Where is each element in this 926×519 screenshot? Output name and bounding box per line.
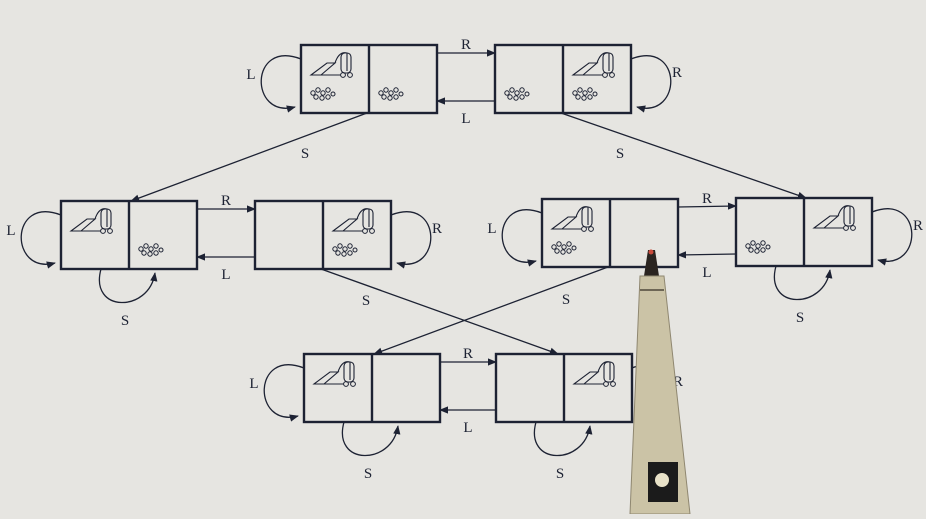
dirt-icon bbox=[504, 87, 530, 101]
vacuum-icon bbox=[332, 208, 375, 234]
loop-label-suck: S bbox=[796, 310, 804, 326]
vacuum-icon bbox=[813, 205, 856, 231]
dirt-icon bbox=[572, 87, 598, 101]
edge-suck-s1-s3 bbox=[130, 112, 368, 202]
pen-tip bbox=[644, 250, 659, 276]
edge-right-s5 bbox=[677, 202, 737, 210]
pen-tip-point bbox=[648, 249, 654, 255]
edge-suck-s4-s8 bbox=[320, 268, 559, 355]
loop-label-suck: S bbox=[364, 466, 372, 482]
self-loop-suck-s3 bbox=[98, 268, 158, 304]
edge-label-right: R bbox=[461, 37, 471, 53]
edge-label-left: L bbox=[702, 265, 711, 281]
loop-label-right: R bbox=[673, 374, 683, 390]
vacuum-icon bbox=[70, 208, 113, 234]
loop-label-left: L bbox=[487, 221, 496, 237]
edge-suck-s2-s6 bbox=[560, 112, 807, 199]
edge-label-suck: S bbox=[616, 146, 624, 162]
self-loop-left-s5 bbox=[501, 209, 543, 267]
edge-label-right: R bbox=[463, 346, 473, 362]
dirt-icon bbox=[138, 243, 164, 257]
self-loop-left-s7 bbox=[263, 364, 305, 422]
loop-label-right: R bbox=[672, 65, 682, 81]
loop-label-suck: S bbox=[121, 313, 129, 329]
loop-label-suck: S bbox=[556, 466, 564, 482]
edge-label-suck: S bbox=[562, 292, 570, 308]
vacuum-icon bbox=[572, 52, 615, 78]
vacuum-icon bbox=[551, 206, 594, 232]
self-loop-right-s4 bbox=[390, 211, 432, 269]
loop-label-left: L bbox=[246, 67, 255, 83]
dirt-icon bbox=[745, 240, 771, 254]
edge-left-s6 bbox=[677, 251, 737, 259]
state-s3 bbox=[59, 199, 199, 271]
self-loop-right-s2 bbox=[630, 55, 672, 113]
vacuum-icon bbox=[310, 52, 353, 78]
self-loop-right-s6 bbox=[871, 208, 913, 266]
state-s5 bbox=[540, 197, 680, 269]
state-s6 bbox=[734, 196, 874, 268]
self-loop-suck-s7 bbox=[341, 421, 401, 457]
self-loop-suck-s8 bbox=[533, 421, 593, 457]
dirt-icon bbox=[332, 243, 358, 257]
loop-label-right: R bbox=[432, 221, 442, 237]
self-loop-suck-s6 bbox=[773, 265, 833, 301]
edge-label-left: L bbox=[463, 420, 472, 436]
loop-label-right: R bbox=[913, 218, 923, 234]
edge-label-right: R bbox=[702, 191, 712, 207]
dirt-icon bbox=[378, 87, 404, 101]
state-s8 bbox=[494, 352, 634, 424]
self-loop-left-s1 bbox=[260, 55, 302, 113]
dirt-icon bbox=[551, 241, 577, 255]
vacuum-icon bbox=[313, 361, 356, 387]
pen-logo-flower bbox=[655, 473, 669, 487]
state-s4 bbox=[253, 199, 393, 271]
state-s1 bbox=[299, 43, 439, 115]
edge-label-suck: S bbox=[362, 293, 370, 309]
edge-label-left: L bbox=[461, 111, 470, 127]
state-s2 bbox=[493, 43, 633, 115]
loop-label-left: L bbox=[6, 223, 15, 239]
vacuum-icon bbox=[573, 361, 616, 387]
edge-label-suck: S bbox=[301, 146, 309, 162]
self-loop-left-s3 bbox=[20, 211, 62, 269]
state-s7 bbox=[302, 352, 442, 424]
edge-label-left: L bbox=[221, 267, 230, 283]
loop-label-left: L bbox=[249, 376, 258, 392]
edge-label-right: R bbox=[221, 193, 231, 209]
edge-suck-s5-s7 bbox=[373, 266, 609, 355]
dirt-icon bbox=[310, 87, 336, 101]
